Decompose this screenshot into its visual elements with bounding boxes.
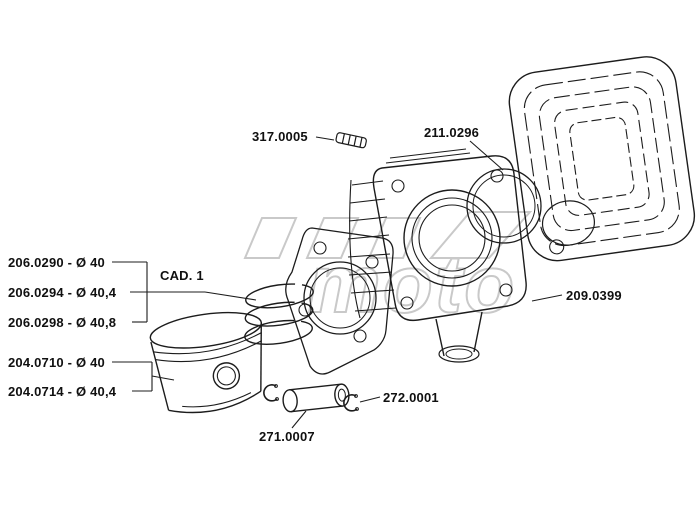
piston-rings-drawing [244, 283, 314, 345]
label-stud-part-number: 317.0005 [252, 129, 308, 144]
piston-pin-drawing [282, 383, 350, 413]
label-circlip-part-number: 272.0001 [383, 390, 439, 405]
cylinder-head-drawing [508, 56, 696, 262]
piston-drawing [149, 311, 263, 414]
circlips-drawing [263, 384, 359, 412]
head-gasket-ring-drawing [466, 168, 542, 244]
label-ring-size-40: 206.0290 - Ø 40 [8, 255, 105, 270]
label-piston-size-40-4: 204.0714 - Ø 40,4 [8, 384, 117, 399]
leader-lines [112, 136, 563, 429]
label-gasket-part-number: 209.0399 [566, 288, 622, 303]
label-ring-size-40-4: 206.0294 - Ø 40,4 [8, 285, 117, 300]
stud-drawing [335, 132, 367, 149]
watermark-text: moto [308, 239, 516, 330]
base-gasket-drawing [285, 227, 394, 375]
label-piston-size-40: 204.0710 - Ø 40 [8, 355, 105, 370]
label-pin-part-number: 271.0007 [259, 429, 315, 444]
label-head-part-number: 211.0296 [424, 125, 480, 140]
watermark-logo: moto [243, 211, 533, 331]
cylinder-drawing [347, 148, 527, 363]
label-ring-size-40-8: 206.0298 - Ø 40,8 [8, 315, 117, 330]
label-cad-1: CAD. 1 [160, 268, 204, 283]
